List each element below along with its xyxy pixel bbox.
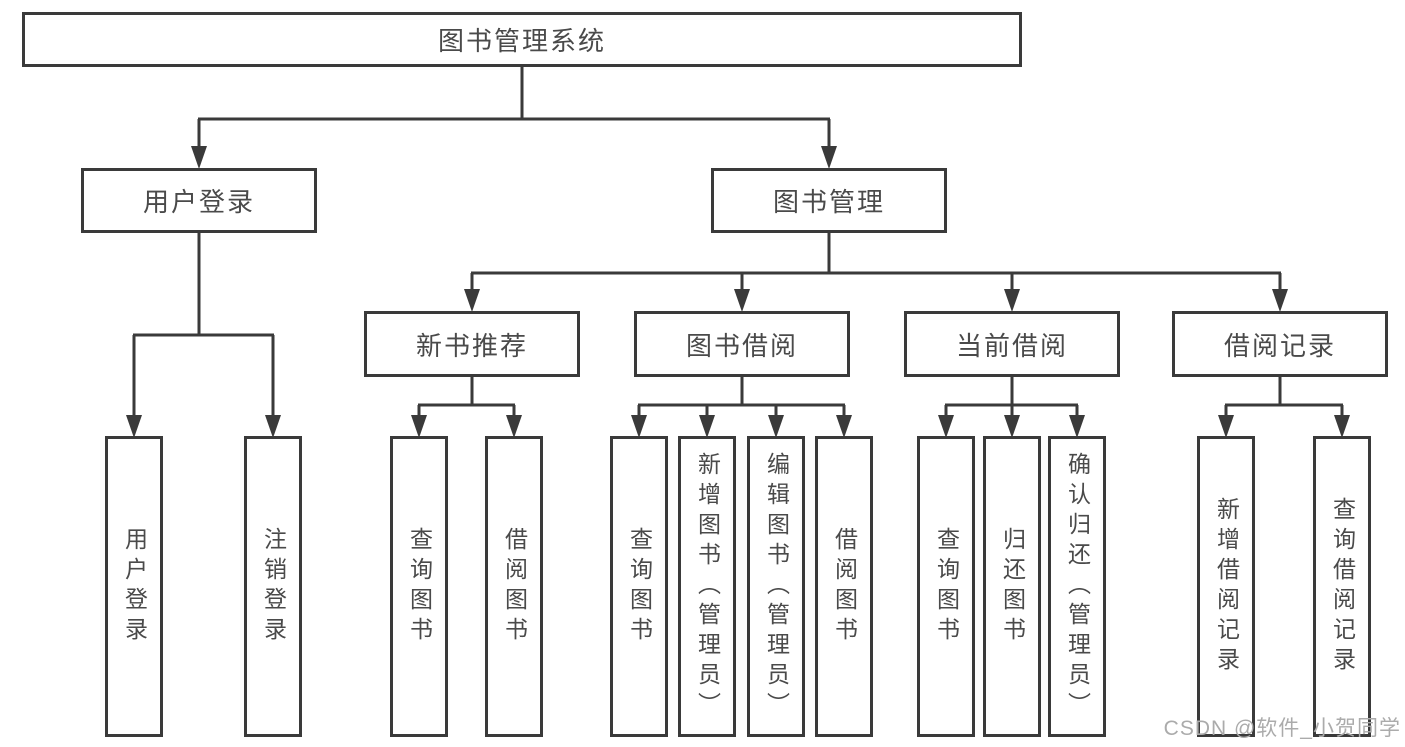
- arrowhead: [699, 415, 715, 438]
- node-borrow-books-leaf: 借阅图书: [815, 436, 873, 737]
- connector-records-to-leaves: [1224, 377, 1344, 421]
- node-query-books-current: 查询图书: [917, 436, 975, 737]
- arrowhead: [1272, 289, 1288, 312]
- arrowhead: [464, 289, 480, 312]
- arrowhead: [631, 415, 647, 438]
- node-user-login-leaf-label: 用户登录: [121, 526, 148, 647]
- node-add-books-admin-label: 新增图书（管理员）: [694, 451, 721, 722]
- node-query-borrow-record: 查询借阅记录: [1313, 436, 1371, 737]
- node-add-borrow-record-label: 新增借阅记录: [1213, 496, 1240, 677]
- connector-userlogin-to-leaves: [132, 233, 275, 421]
- node-logout-leaf-label: 注销登录: [260, 526, 287, 647]
- connector-currentborrow-to-leaves: [944, 377, 1079, 421]
- csdn-watermark: CSDN @软件_小贺同学: [1163, 717, 1401, 740]
- node-confirm-return-admin: 确认归还（管理员）: [1048, 436, 1106, 737]
- node-return-books-label: 归还图书: [999, 526, 1026, 647]
- node-borrow-books-recommend-label: 借阅图书: [501, 526, 528, 647]
- node-library-system-label: 图书管理系统: [437, 26, 606, 56]
- node-borrow-books-recommend: 借阅图书: [485, 436, 543, 737]
- arrowhead: [506, 415, 522, 438]
- node-query-books-recommend: 查询图书: [390, 436, 448, 737]
- arrowhead: [768, 415, 784, 438]
- node-query-books-borrow-label: 查询图书: [626, 526, 653, 647]
- connector-newbook-to-leaves: [417, 377, 516, 421]
- node-add-borrow-record: 新增借阅记录: [1197, 436, 1255, 737]
- node-user-login-label: 用户登录: [142, 187, 255, 217]
- node-confirm-return-admin-label: 确认归还（管理员）: [1064, 451, 1091, 722]
- node-add-books-admin: 新增图书（管理员）: [678, 436, 736, 737]
- arrowhead: [191, 146, 207, 169]
- node-book-management-label: 图书管理: [772, 187, 885, 217]
- node-user-login: 用户登录: [81, 168, 317, 233]
- arrowhead: [1069, 415, 1085, 438]
- node-new-book-recommend-label: 新书推荐: [415, 330, 528, 361]
- node-user-login-leaf: 用户登录: [105, 436, 163, 737]
- connector-root-to-level1: [197, 67, 831, 152]
- arrowhead: [265, 415, 281, 438]
- arrowhead: [1218, 415, 1234, 438]
- arrowhead: [1004, 415, 1020, 438]
- node-return-books: 归还图书: [983, 436, 1041, 737]
- node-edit-books-admin-label: 编辑图书（管理员）: [763, 451, 790, 722]
- arrowhead: [938, 415, 954, 438]
- node-query-books-borrow: 查询图书: [610, 436, 668, 737]
- node-borrow-records: 借阅记录: [1172, 311, 1388, 377]
- node-current-borrow-label: 当前借阅: [955, 330, 1068, 361]
- arrowhead: [836, 415, 852, 438]
- connector-bookborrow-to-leaves: [637, 377, 846, 421]
- arrowhead: [821, 146, 837, 169]
- arrowhead: [126, 415, 142, 438]
- connector-bookmgmt-to-level2: [470, 233, 1282, 295]
- arrowhead: [411, 415, 427, 438]
- node-current-borrow: 当前借阅: [904, 311, 1120, 377]
- node-new-book-recommend: 新书推荐: [364, 311, 580, 377]
- arrowhead: [734, 289, 750, 312]
- node-logout-leaf: 注销登录: [244, 436, 302, 737]
- node-borrow-books-leaf-label: 借阅图书: [831, 526, 858, 647]
- node-query-borrow-record-label: 查询借阅记录: [1329, 496, 1356, 677]
- node-book-borrow: 图书借阅: [634, 311, 850, 377]
- node-book-borrow-label: 图书借阅: [685, 330, 798, 361]
- node-query-books-current-label: 查询图书: [933, 526, 960, 647]
- node-book-management: 图书管理: [711, 168, 947, 233]
- node-edit-books-admin: 编辑图书（管理员）: [747, 436, 805, 737]
- arrowhead: [1334, 415, 1350, 438]
- arrowhead: [1004, 289, 1020, 312]
- node-borrow-records-label: 借阅记录: [1223, 330, 1336, 361]
- node-library-system: 图书管理系统: [22, 12, 1022, 67]
- node-query-books-recommend-label: 查询图书: [406, 526, 433, 647]
